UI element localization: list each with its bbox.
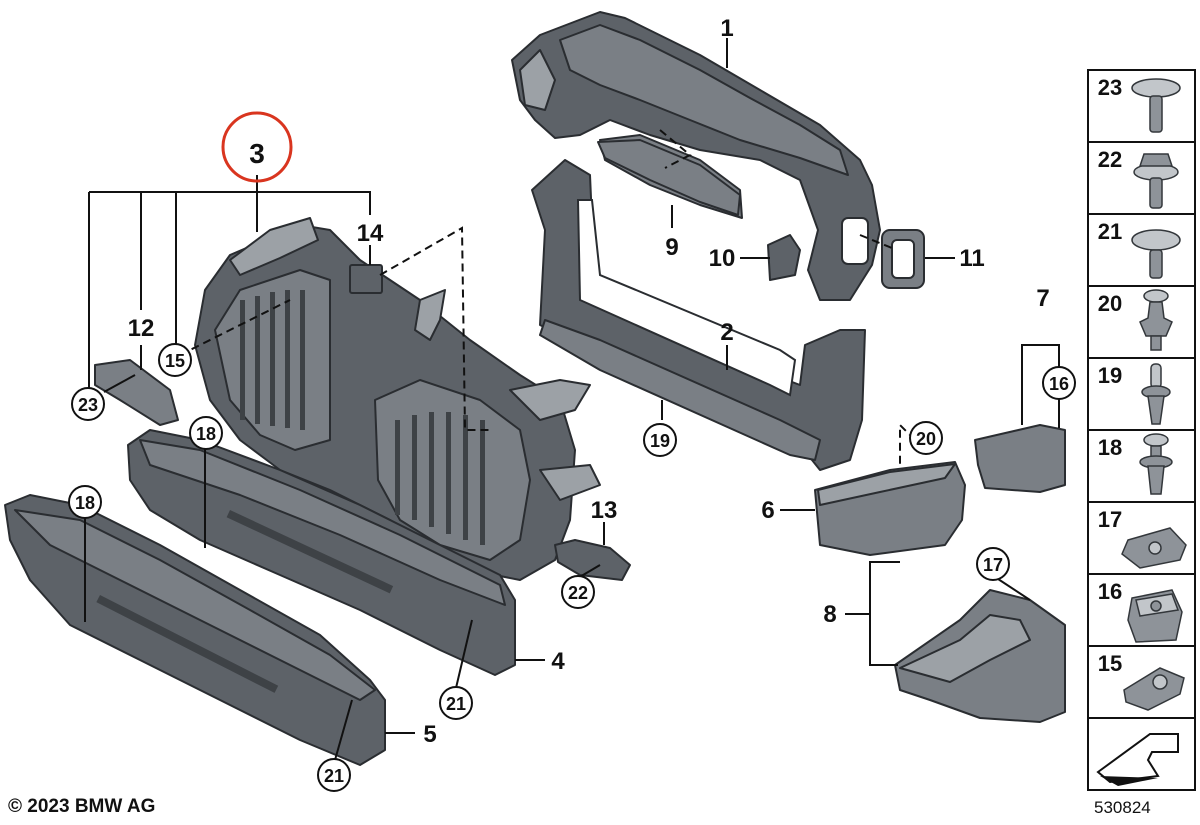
clip-nut-icon xyxy=(1123,667,1185,711)
torx-flange-screw-icon xyxy=(1131,229,1181,279)
callout-12[interactable]: 12 xyxy=(128,315,155,342)
diagram-number: 530824 xyxy=(1094,798,1151,817)
callout-14[interactable]: 14 xyxy=(357,220,384,247)
callout-19[interactable]: 19 xyxy=(643,423,677,457)
callout-5[interactable]: 5 xyxy=(423,721,436,748)
callout-18-upper[interactable]: 18 xyxy=(189,416,223,450)
hex-flange-bolt-icon xyxy=(1133,153,1179,209)
svg-text:23: 23 xyxy=(1098,75,1122,100)
svg-text:18: 18 xyxy=(196,424,216,444)
svg-text:22: 22 xyxy=(1098,147,1122,172)
fastener-19[interactable]: 19 xyxy=(1098,363,1171,425)
callout-7[interactable]: 7 xyxy=(1036,285,1049,312)
svg-text:21: 21 xyxy=(324,766,344,786)
plastic-rivet-icon xyxy=(1139,289,1173,351)
callout-15[interactable]: 15 xyxy=(158,343,192,377)
callout-13[interactable]: 13 xyxy=(591,497,618,524)
part-5-air-duct-lower[interactable] xyxy=(4,494,386,766)
carrier-grille-slots xyxy=(240,290,485,545)
callout-22[interactable]: 22 xyxy=(561,575,595,609)
callout-numbers: 1 2 3 4 5 6 7 8 9 10 11 12 13 14 xyxy=(128,15,1050,748)
flat-head-screw-icon xyxy=(1131,78,1181,133)
callout-8[interactable]: 8 xyxy=(823,601,836,628)
fastener-20[interactable]: 20 xyxy=(1098,289,1173,351)
callout-18-lower[interactable]: 18 xyxy=(68,485,102,519)
part-11-seal-frame[interactable] xyxy=(881,229,925,289)
highlight-circle xyxy=(221,111,293,183)
fastener-16[interactable]: 16 xyxy=(1098,579,1183,643)
part-2-lower-frame[interactable] xyxy=(531,159,866,471)
svg-text:17: 17 xyxy=(983,555,1003,575)
callout-2[interactable]: 2 xyxy=(720,319,733,346)
svg-text:21: 21 xyxy=(446,694,466,714)
svg-text:20: 20 xyxy=(916,429,936,449)
fastener-15[interactable]: 15 xyxy=(1098,651,1185,711)
expanding-rivet-icon xyxy=(1141,363,1171,425)
svg-text:22: 22 xyxy=(568,583,588,603)
svg-text:19: 19 xyxy=(1098,363,1122,388)
callout-6[interactable]: 6 xyxy=(761,497,774,524)
circled-callouts: 15 16 17 18 18 19 20 21 xyxy=(68,343,1076,792)
part-14-label[interactable] xyxy=(349,264,383,294)
fastener-17[interactable]: 17 xyxy=(1098,507,1187,569)
part-10-bracket[interactable] xyxy=(767,234,801,281)
push-rivet-icon xyxy=(1139,433,1173,495)
svg-text:18: 18 xyxy=(1098,435,1122,460)
callout-9[interactable]: 9 xyxy=(665,234,678,261)
part-4-air-duct-upper[interactable] xyxy=(127,429,516,676)
svg-text:17: 17 xyxy=(1098,507,1122,532)
callout-21-upper[interactable]: 21 xyxy=(439,686,473,720)
callout-4[interactable]: 4 xyxy=(551,648,565,675)
part-3-front-end-carrier[interactable] xyxy=(194,217,601,581)
callout-23[interactable]: 23 xyxy=(71,387,105,421)
callout-1[interactable]: 1 xyxy=(720,15,733,42)
svg-text:15: 15 xyxy=(165,351,185,371)
callout-20[interactable]: 20 xyxy=(909,421,943,455)
svg-text:15: 15 xyxy=(1098,651,1122,676)
svg-text:20: 20 xyxy=(1098,291,1122,316)
arrow-icon xyxy=(1096,733,1179,786)
callout-16[interactable]: 16 xyxy=(1042,366,1076,400)
fastener-21[interactable]: 21 xyxy=(1098,219,1181,279)
part-9-bracket[interactable] xyxy=(597,139,741,216)
svg-text:21: 21 xyxy=(1098,219,1122,244)
svg-text:23: 23 xyxy=(78,395,98,415)
part-8-air-duct-lower-side[interactable] xyxy=(894,589,1066,723)
callout-21-lower[interactable]: 21 xyxy=(317,758,351,792)
part-7-air-duct-side[interactable] xyxy=(974,424,1066,493)
callout-11[interactable]: 11 xyxy=(959,245,984,272)
callout-3[interactable]: 3 xyxy=(249,138,265,169)
part-12-holder[interactable] xyxy=(94,359,179,426)
callout-17[interactable]: 17 xyxy=(976,547,1010,581)
callout-10[interactable]: 10 xyxy=(709,245,736,272)
fastener-22[interactable]: 22 xyxy=(1098,147,1179,209)
svg-text:19: 19 xyxy=(650,431,670,451)
fastener-23[interactable]: 23 xyxy=(1098,75,1181,133)
spring-nut-icon xyxy=(1121,527,1187,569)
svg-text:16: 16 xyxy=(1049,374,1069,394)
part-13-bracket[interactable] xyxy=(554,539,631,581)
part-6-air-duct[interactable] xyxy=(814,461,966,556)
copyright-text: © 2023 BMW AG xyxy=(8,796,156,817)
fastener-18[interactable]: 18 xyxy=(1098,433,1173,495)
cage-nut-icon xyxy=(1127,589,1183,643)
svg-text:16: 16 xyxy=(1098,579,1122,604)
fastener-panel: 23 22 21 20 xyxy=(1087,69,1196,791)
svg-text:18: 18 xyxy=(75,493,95,513)
